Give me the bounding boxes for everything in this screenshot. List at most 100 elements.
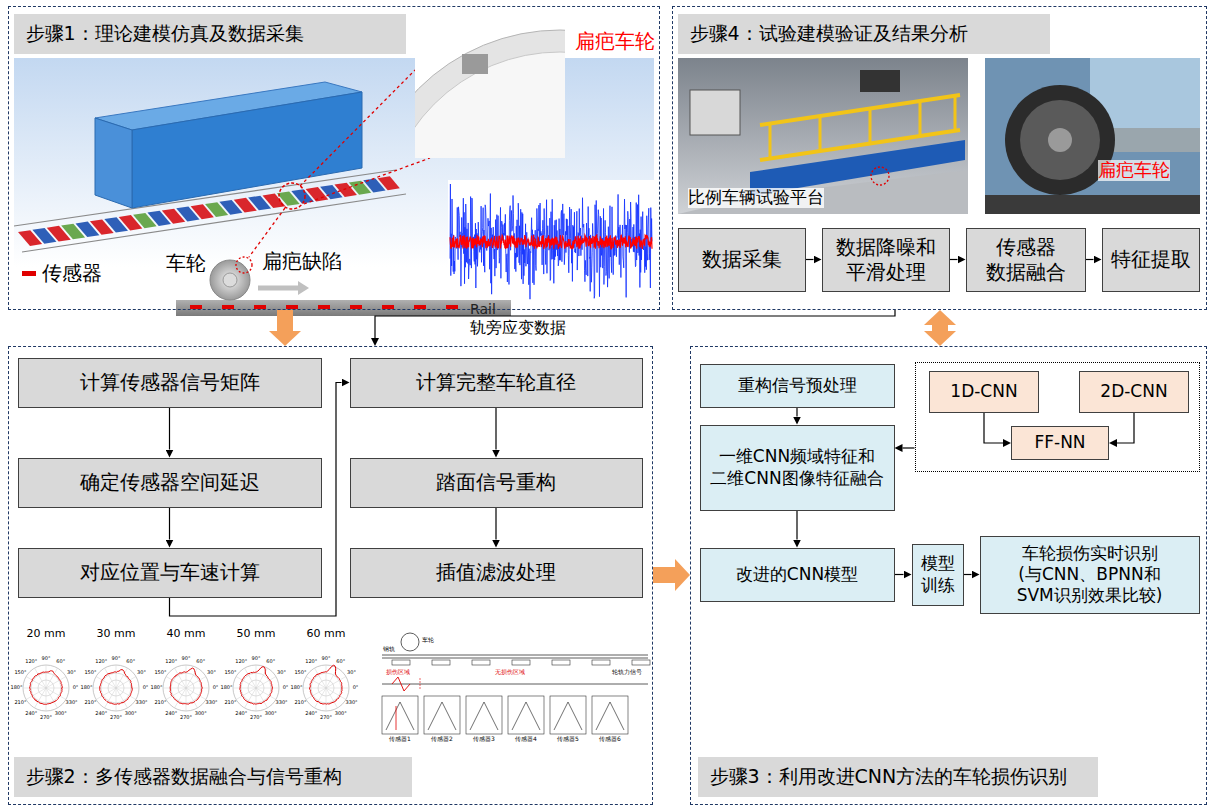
sensor-mark xyxy=(222,305,234,309)
polar-grid xyxy=(306,688,326,700)
polar-plot xyxy=(233,665,279,711)
polar-plot xyxy=(23,665,69,711)
polar-grid xyxy=(166,688,186,700)
signal-trace xyxy=(450,235,652,249)
polar-grid xyxy=(315,688,327,708)
box-text: 踏面信号重构 xyxy=(430,470,562,495)
part-label: 车轮 xyxy=(166,252,206,275)
rail-line xyxy=(382,658,648,659)
wheel xyxy=(210,260,250,300)
angle-label: 300° xyxy=(125,711,137,717)
motion-arrow xyxy=(258,286,298,291)
network-box: 1D-CNN xyxy=(929,371,1039,413)
angle-label: 30° xyxy=(347,670,356,676)
polar-grid xyxy=(186,677,206,689)
polar-grid xyxy=(256,677,276,689)
box-text: 计算传感器信号矩阵 xyxy=(74,370,266,395)
sleeper xyxy=(632,660,650,665)
angle-label: 180° xyxy=(220,685,232,691)
box-text: 2D-CNN xyxy=(1094,381,1173,402)
box-text: 重构信号预处理 xyxy=(732,375,863,396)
angle-label: 150° xyxy=(154,670,166,676)
angle-label: 270° xyxy=(250,715,262,721)
flow-arrow xyxy=(1086,259,1094,260)
polar-plot xyxy=(303,665,349,711)
flat-spot xyxy=(462,54,488,74)
polar-grid xyxy=(46,688,66,700)
polar-grid xyxy=(26,677,46,689)
flow-arrow xyxy=(495,408,496,450)
wheel-photo xyxy=(1005,85,1115,195)
angle-label: 150° xyxy=(224,670,236,676)
dimension-label: 40 mm xyxy=(167,628,206,641)
box-text: 插值滤波处理 xyxy=(430,560,562,585)
angle-label: 120° xyxy=(305,660,317,666)
train-side xyxy=(132,92,362,208)
sensor-mark xyxy=(254,305,266,309)
polar-grid xyxy=(116,688,117,711)
box-text: 一维CNN频域特征和 二维CNN图像特征融合 xyxy=(701,446,894,489)
callout-label: 扁疤车轮 xyxy=(1098,160,1170,181)
polar-curve xyxy=(100,670,133,705)
angle-label: 270° xyxy=(320,715,332,721)
polar-grid xyxy=(306,677,326,689)
polar-grid xyxy=(116,688,139,689)
polar-grid xyxy=(116,688,128,708)
angle-label: 90° xyxy=(42,656,51,662)
polar-grid xyxy=(233,665,279,711)
yellow-railing xyxy=(760,95,960,125)
sensor-mark xyxy=(350,305,362,309)
polar-grid xyxy=(35,688,47,708)
polar-grid xyxy=(93,665,139,711)
polar-grid xyxy=(166,677,186,689)
polar-grid xyxy=(236,677,256,689)
polar-grid xyxy=(186,665,187,688)
signal-line xyxy=(382,684,648,685)
sensor-schematic xyxy=(382,633,650,734)
sensor-label: 传感器6 xyxy=(599,736,621,743)
angle-label: 180° xyxy=(150,685,162,691)
angle-label: 210° xyxy=(154,700,166,706)
angle-label: 270° xyxy=(180,715,192,721)
flow-arrow xyxy=(984,413,1003,443)
angle-label: 60° xyxy=(126,660,135,666)
yellow-railing xyxy=(869,109,872,144)
angle-label: 240° xyxy=(25,711,37,717)
process-box: 特征提取 xyxy=(1102,228,1200,292)
sleeper xyxy=(552,660,570,665)
polar-grid xyxy=(163,688,186,689)
polar-grid xyxy=(303,688,326,689)
polar-grid xyxy=(326,688,349,689)
wheel-photo xyxy=(1020,100,1100,180)
angle-label: 90° xyxy=(182,656,191,662)
angle-label: 240° xyxy=(165,711,177,717)
angle-label: 60° xyxy=(196,660,205,666)
angle-label: 0° xyxy=(283,685,289,691)
schematic-label: 轮轨力信号 xyxy=(612,669,642,676)
polar-grid xyxy=(23,665,69,711)
angle-label: 300° xyxy=(195,711,207,717)
polar-grid xyxy=(326,665,327,688)
schematic-label: 车轮 xyxy=(422,637,434,644)
sensor-response-box xyxy=(550,696,586,734)
angle-label: 30° xyxy=(137,670,146,676)
network-box: 2D-CNN xyxy=(1079,371,1189,413)
angle-label: 90° xyxy=(112,656,121,662)
flow-arrow xyxy=(903,447,915,448)
damage-spike xyxy=(396,706,397,730)
dimension-label: 50 mm xyxy=(237,628,276,641)
dimension-label: 30 mm xyxy=(97,628,136,641)
flow-arrow xyxy=(375,310,895,338)
angle-label: 90° xyxy=(322,656,331,662)
step-heading: 步骤3：利用改进CNN方法的车轮损伤识别 xyxy=(698,757,1098,797)
signal-trace xyxy=(450,184,652,299)
polar-grid xyxy=(116,688,136,700)
photo-background xyxy=(985,58,1200,214)
polar-curve xyxy=(30,671,63,704)
polar-grid xyxy=(105,688,117,708)
sensor-label: 传感器5 xyxy=(557,736,579,743)
defect-marker xyxy=(279,183,305,209)
polar-grid xyxy=(326,688,327,711)
process-box: 踏面信号重构 xyxy=(350,458,643,508)
